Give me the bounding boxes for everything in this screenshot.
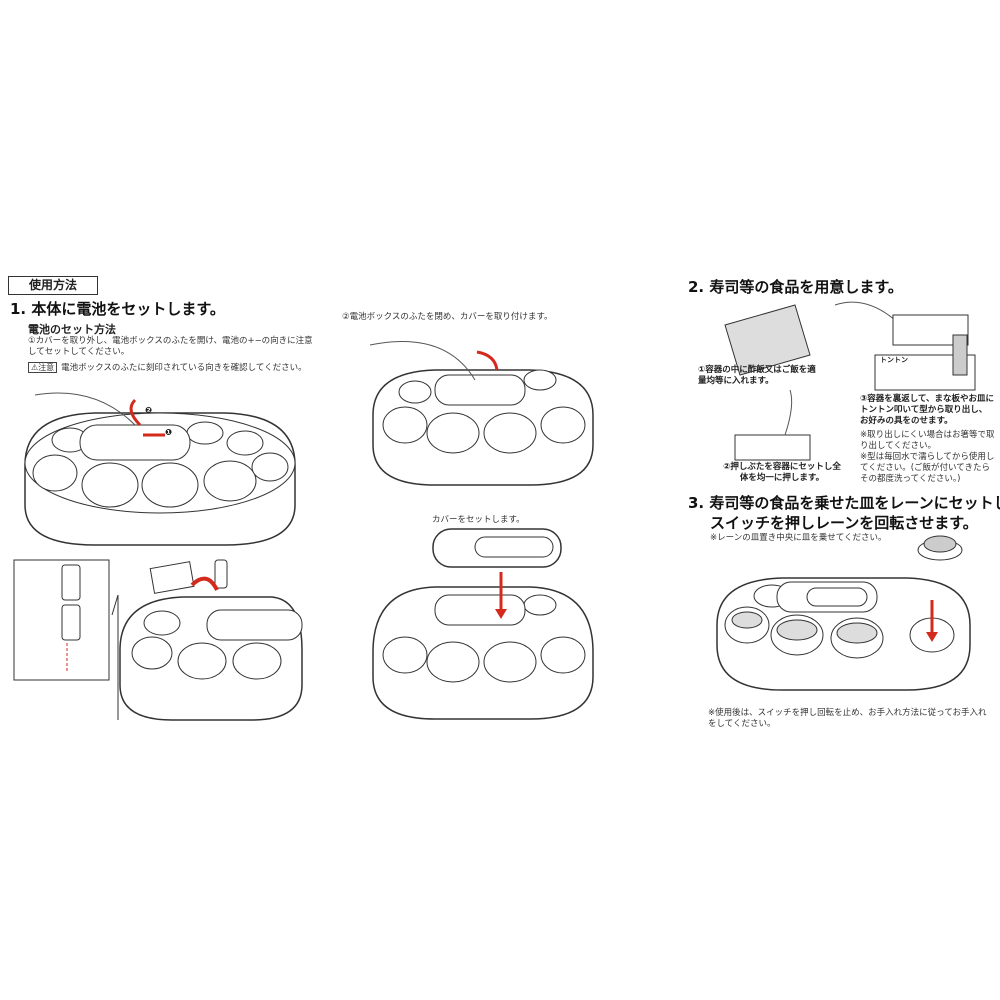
caution-row: ⚠注意電池ボックスのふたに刻印されている向きを確認してください。: [28, 362, 307, 374]
section-label: 使用方法: [8, 276, 98, 295]
step3-note: ※レーンの皿置き中央に皿を乗せてください。: [710, 533, 887, 543]
marker-1: ❶: [165, 428, 173, 438]
close-cover-illustration: [369, 341, 594, 486]
tonton-label: トントン: [880, 356, 908, 364]
step2-title: 2. 寿司等の食品を用意します。: [688, 278, 903, 296]
step2-note1: ※取り出しにくい場合はお箸等で取り出してください。: [860, 430, 995, 451]
cover-caption: カバーをセットします。: [432, 515, 525, 525]
rice-mold-illustration: [724, 301, 976, 461]
step3-title-line2: スイッチを押しレーンを回転させます。: [710, 514, 978, 532]
step1-instruction1: ①カバーを取り外し、電池ボックスのふたを開け、電池の+−の向きに注意してセットし…: [28, 336, 313, 357]
step2-sub2: ②押しぶたを容器にセットし全体を均一に押します。: [723, 462, 841, 483]
step3-footer-note: ※使用後は、スイッチを押し回転を止め、お手入れ方法に従ってお手入れをしてください…: [708, 708, 987, 729]
step2-note2: ※型は毎回水で濡らしてから使用してください。(ご飯が付いてきたらその都度洗ってく…: [860, 452, 995, 484]
step1-subtitle: 電池のセット方法: [28, 323, 116, 336]
caution-text: 電池ボックスのふたに刻印されている向きを確認してください。: [61, 363, 307, 373]
step2-sub1: ①容器の中に酢飯又はご飯を適量均等に入れます。: [698, 365, 816, 386]
caution-label: ⚠注意: [28, 362, 58, 373]
conveyor-sushi-illustration: [716, 535, 971, 691]
step1-title: 1. 本体に電池をセットします。: [10, 300, 225, 318]
step1-instruction2: ②電池ボックスのふたを閉め、カバーを取り付けます。: [342, 312, 553, 322]
set-cover-illustration: [372, 528, 594, 720]
marker-2: ❷: [145, 406, 153, 416]
battery-detail-illustration: [13, 559, 303, 721]
step3-title-line1: 3. 寿司等の食品を乗せた皿をレーンにセットし、: [688, 494, 1000, 512]
step2-sub3: ③容器を裏返して、まな板やお皿にトントン叩いて型から取り出し、お好みの具をのせま…: [860, 394, 995, 426]
battery-insert-illustration: [24, 392, 296, 546]
